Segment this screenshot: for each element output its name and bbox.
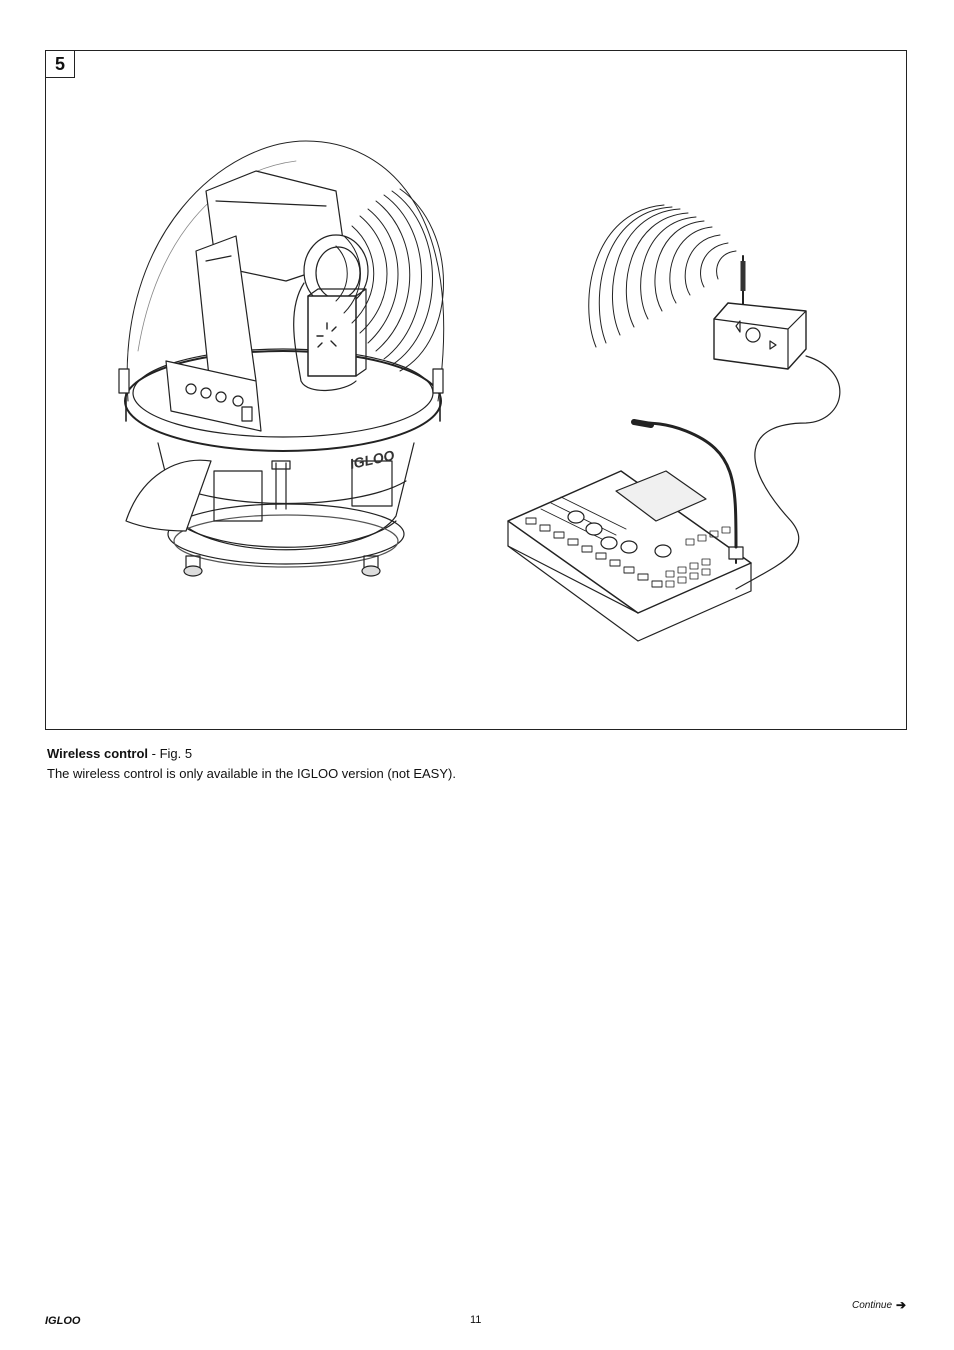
wireless-receiver-icon — [316, 322, 337, 348]
caption-title: Wireless control — [47, 746, 149, 761]
wireless-control-illustration: IGLOO — [118, 140, 841, 642]
arrow-right-icon: ➔ — [896, 1298, 907, 1312]
dome-brand-label: IGLOO — [348, 447, 396, 472]
continue-link[interactable]: Continue ➔ — [852, 1298, 906, 1312]
figure-caption: Wireless control - Fig. 5 The wireless c… — [47, 744, 456, 784]
caption-heading: Wireless control - Fig. 5 — [47, 744, 456, 764]
caption-body: The wireless control is only available i… — [47, 766, 456, 781]
page-number: 11 — [470, 1314, 482, 1326]
lighting-console — [507, 419, 752, 642]
figure-number: 5 — [46, 51, 75, 78]
footer-brand: IGLOO — [45, 1315, 81, 1327]
wireless-transmitter — [588, 204, 841, 590]
figure-frame: 5 — [45, 50, 907, 730]
caption-figure-ref: - Fig. 5 — [148, 746, 193, 761]
continue-label: Continue — [852, 1299, 893, 1311]
igloo-dome-unit: IGLOO — [118, 140, 445, 577]
